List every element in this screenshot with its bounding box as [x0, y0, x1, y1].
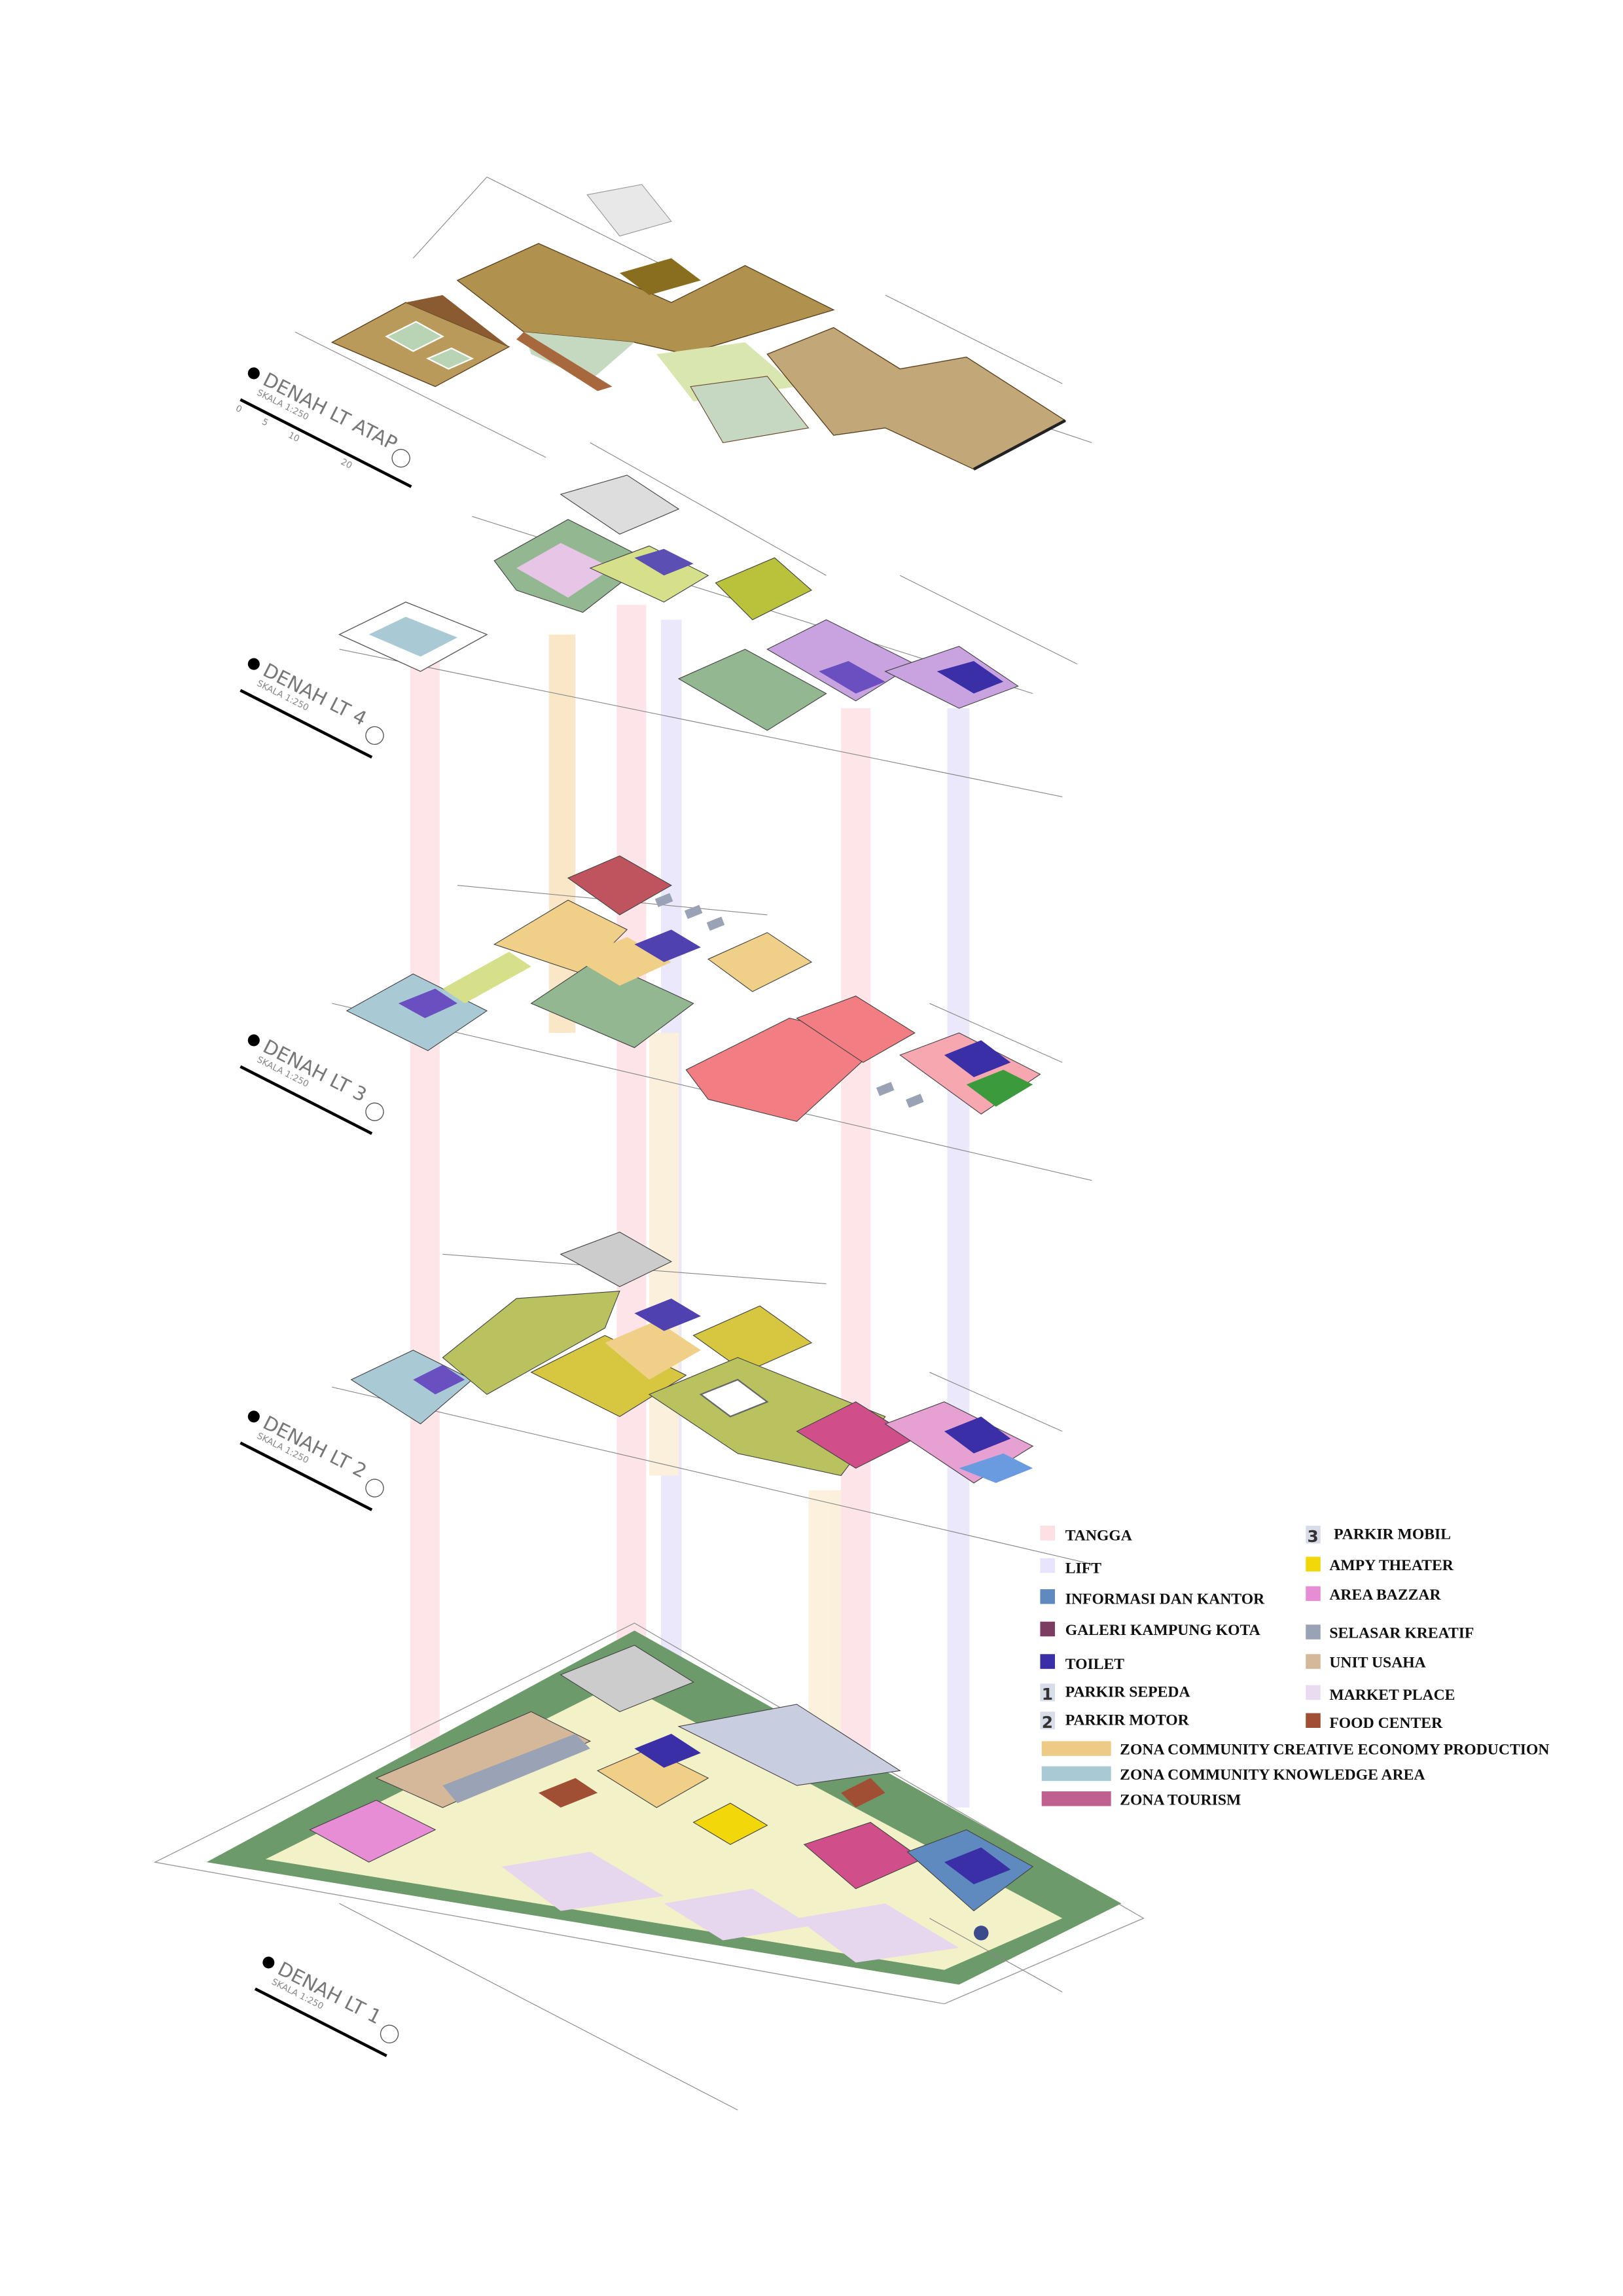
- zone-label: ZONA TOURISM: [1120, 1791, 1241, 1808]
- legend-right-column: 3 PARKIR MOBIL AMPY THEATER AREA BAZZAR …: [1306, 1526, 1474, 1732]
- legend-swatch: [1306, 1586, 1321, 1602]
- legend-left-column: TANGGA LIFT INFORMASI DAN KANTOR GALERI …: [1040, 1526, 1265, 1732]
- legend-swatch: [1040, 1621, 1055, 1637]
- legend-swatch: [1040, 1654, 1055, 1669]
- scale-bar: [254, 1987, 387, 2058]
- roof-right: [766, 327, 1067, 470]
- scale-tick: 0: [234, 403, 243, 415]
- floor-lt4: [338, 475, 1078, 797]
- label-dot: [262, 1956, 275, 1969]
- legend-label: UNIT USAHA: [1329, 1655, 1425, 1672]
- legend-label: PARKIR MOTOR: [1065, 1712, 1190, 1729]
- legend-zones: ZONA COMMUNITY CREATIVE ECONOMY PRODUCTI…: [1041, 1741, 1549, 1808]
- floor-lt1-site: [153, 1623, 1145, 2111]
- legend-label: TANGGA: [1065, 1528, 1132, 1545]
- stair-shaft: [616, 605, 647, 1756]
- legend-label: LIFT: [1065, 1560, 1101, 1577]
- floor-title: DENAH LT ATAP: [260, 368, 401, 455]
- legend-label: PARKIR SEPEDA: [1065, 1684, 1190, 1701]
- legend-label: SELASAR KREATIF: [1329, 1624, 1474, 1641]
- legend-label: AREA BAZZAR: [1329, 1587, 1441, 1604]
- zone-swatch: [1041, 1766, 1111, 1782]
- legend: TANGGA LIFT INFORMASI DAN KANTOR GALERI …: [1040, 1526, 1549, 1808]
- stair-shaft: [841, 708, 871, 1816]
- floor-lt2: [332, 1231, 1092, 1565]
- legend-label: AMPY THEATER: [1329, 1557, 1454, 1574]
- zone-shaft-yellow: [548, 634, 576, 1033]
- legend-swatch: [1040, 1558, 1055, 1573]
- legend-swatch: [1040, 1712, 1055, 1730]
- floor-label-lt3: DENAH LT 3 SKALA 1:250: [240, 1034, 384, 1135]
- legend-swatch: [1306, 1713, 1321, 1729]
- scale-tick: 5: [260, 416, 270, 428]
- legend-label: PARKIR MOBIL: [1334, 1526, 1451, 1543]
- label-dot: [247, 367, 260, 380]
- floor-label-roof: DENAH LT ATAP SKALA 1:250 0 5 10 20: [234, 367, 412, 488]
- north-arrow-icon: [391, 448, 410, 468]
- legend-label: INFORMASI DAN KANTOR: [1065, 1591, 1265, 1608]
- parking-badge: 1: [1042, 1685, 1053, 1704]
- floor-label-lt2: DENAH LT 2 SKALA 1:250: [240, 1410, 384, 1511]
- label-dot: [247, 1410, 260, 1423]
- lift-shaft: [947, 708, 970, 1808]
- legend-swatch: [1306, 1556, 1321, 1572]
- floor-label-lt1: DENAH LT 1 SKALA 1:250: [254, 1956, 399, 2058]
- label-dot: [247, 658, 260, 670]
- north-arrow-icon: [365, 1102, 384, 1121]
- north-arrow-icon: [380, 2024, 399, 2043]
- scale-bar: [240, 1065, 373, 1135]
- scale-bar: [240, 689, 373, 759]
- site-boundary: [153, 1623, 1145, 2005]
- zone-label: ZONA COMMUNITY KNOWLEDGE AREA: [1120, 1767, 1425, 1784]
- legend-swatch: [1306, 1526, 1321, 1544]
- parking-badge: 3: [1308, 1527, 1319, 1546]
- legend-label: GALERI KAMPUNG KOTA: [1065, 1622, 1260, 1639]
- floor-lt3: [332, 855, 1092, 1181]
- north-arrow-icon: [365, 1479, 384, 1498]
- legend-swatch: [1306, 1685, 1321, 1700]
- stair-shaft: [410, 649, 440, 1749]
- legend-label: TOILET: [1065, 1656, 1125, 1673]
- north-arrow-icon: [365, 726, 384, 745]
- scale-tick: 20: [339, 457, 354, 471]
- legend-swatch: [1040, 1683, 1055, 1702]
- scale-bar: [240, 1441, 373, 1511]
- zone-label: ZONA COMMUNITY CREATIVE ECONOMY PRODUCTI…: [1120, 1742, 1549, 1759]
- legend-swatch: [1040, 1589, 1055, 1604]
- legend-swatch: [1306, 1624, 1321, 1640]
- floor-label-lt4: DENAH LT 4 SKALA 1:250: [240, 658, 384, 759]
- legend-swatch: [1306, 1654, 1321, 1669]
- floor-roof: [294, 177, 1092, 576]
- legend-label: FOOD CENTER: [1329, 1715, 1443, 1732]
- legend-swatch: [1040, 1526, 1055, 1541]
- legend-label: MARKET PLACE: [1329, 1687, 1455, 1704]
- zone-swatch: [1041, 1791, 1111, 1806]
- roof-main: [456, 243, 835, 355]
- parking-badge: 2: [1042, 1713, 1053, 1732]
- vertical-shafts: [410, 605, 970, 1816]
- scale-bar: [240, 398, 412, 488]
- zone-swatch: [1041, 1741, 1111, 1756]
- label-dot: [247, 1034, 260, 1047]
- scale-tick: 10: [287, 430, 302, 444]
